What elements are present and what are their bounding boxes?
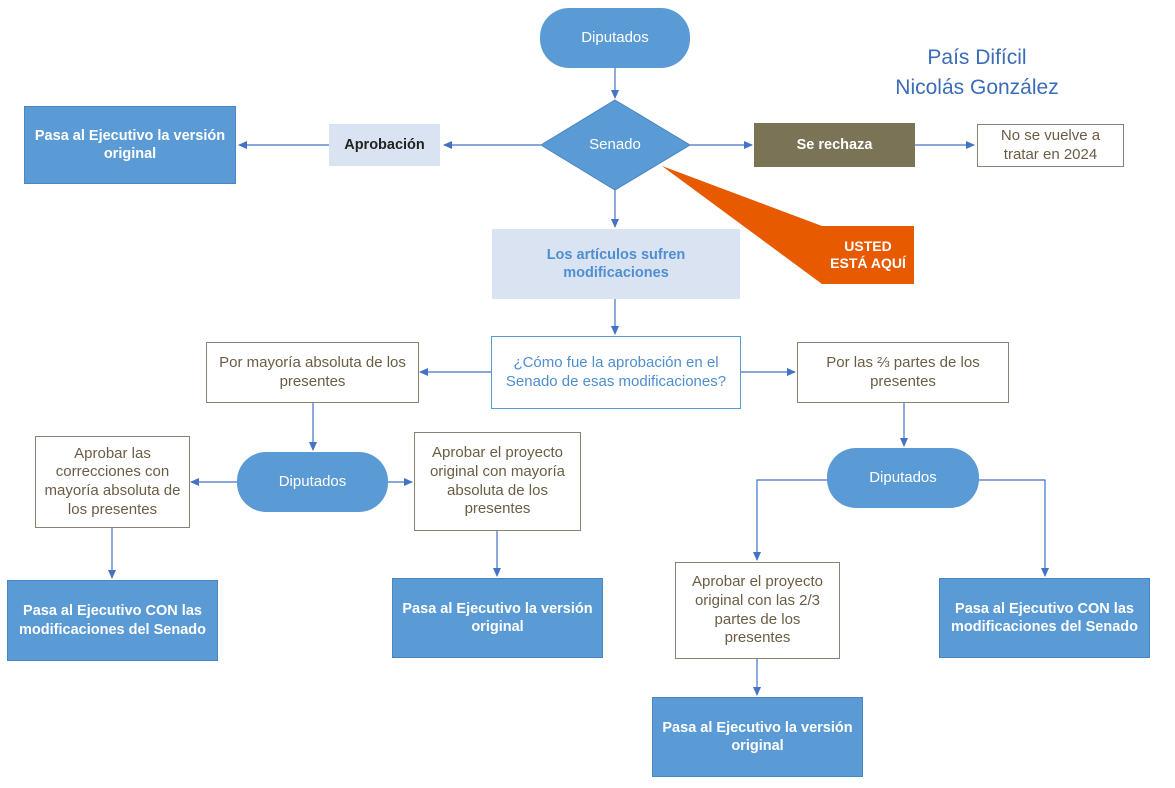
you-are-here-pointer [662, 166, 822, 284]
edge-diputados-original23 [753, 479, 828, 561]
senado-diamond [540, 99, 691, 191]
node-ejecutivo-original-top: Pasa al Ejecutivo la versión original [24, 106, 236, 184]
header-title-line2: Nicolás González [895, 76, 1059, 99]
node-dos-tercios: Por las ⅔ partes de los presentes [797, 342, 1009, 403]
node-senado-label: Senado [589, 135, 641, 153]
node-modificaciones: Los artículos sufren modificaciones [492, 229, 740, 299]
node-aprobacion: Aprobación [329, 124, 440, 166]
header-title-line1: País Difícil [927, 46, 1027, 69]
node-aprobar-correcciones: Aprobar las correcciones con mayoría abs… [35, 436, 190, 528]
node-diputados-left: Diputados [237, 452, 388, 512]
node-ejecutivo-con-right: Pasa al Ejecutivo CON las modificaciones… [939, 578, 1150, 658]
node-aprobar-original-abs: Aprobar el proyecto original con mayoría… [414, 432, 581, 531]
node-pregunta: ¿Cómo fue la aprobación en el Senado de … [491, 336, 741, 409]
node-ejecutivo-con-left: Pasa al Ejecutivo CON las modificaciones… [7, 580, 218, 661]
node-no-vuelve: No se vuelve a tratar en 2024 [977, 124, 1124, 167]
node-mayoria-absoluta: Por mayoría absoluta de los presentes [206, 342, 419, 403]
edge-diputados-conright [978, 479, 1049, 577]
node-usted-esta-aqui: USTED ESTÁ AQUÍ [822, 226, 914, 284]
node-diputados-right: Diputados [827, 448, 979, 508]
node-ejecutivo-original-mid: Pasa al Ejecutivo la versión original [392, 578, 603, 658]
node-diputados-top: Diputados [540, 8, 690, 68]
node-ejecutivo-original-bottom: Pasa al Ejecutivo la versión original [652, 697, 863, 777]
node-se-rechaza: Se rechaza [754, 123, 915, 167]
node-aprobar-original-23: Aprobar el proyecto original con las 2/3… [675, 562, 840, 659]
